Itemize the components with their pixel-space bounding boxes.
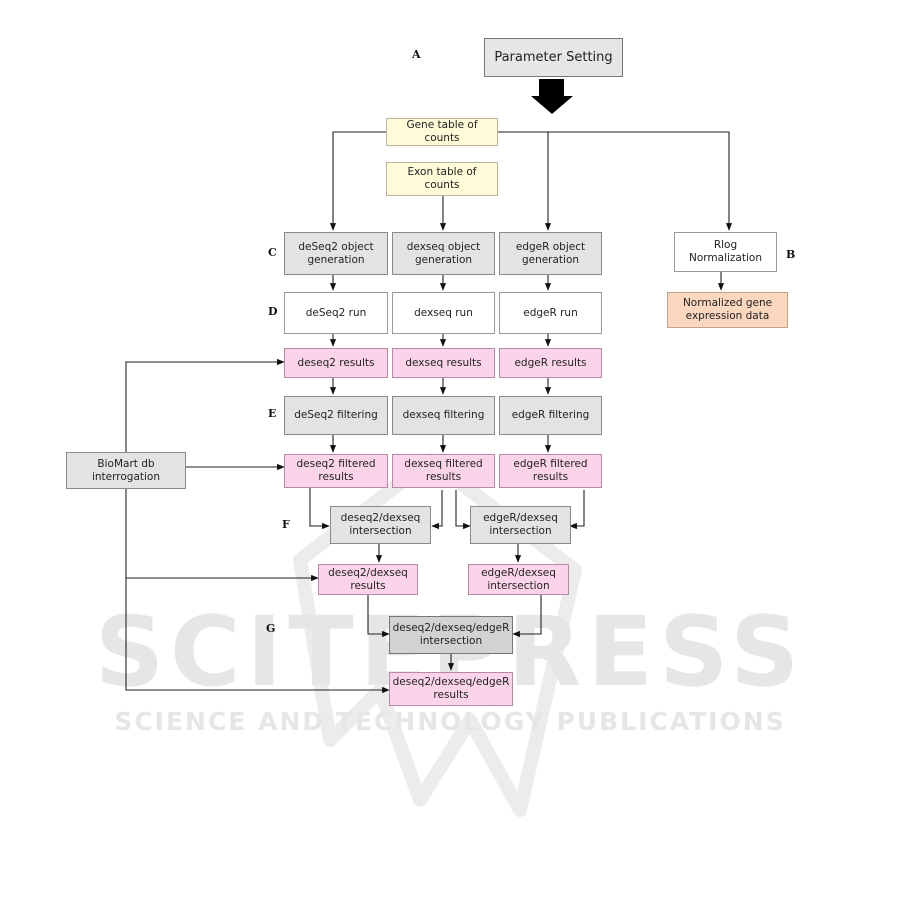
triple-results-box: deseq2/dexseq/edgeR results — [389, 672, 513, 706]
edger-results-box: edgeR results — [499, 348, 602, 378]
section-label-e: E — [268, 407, 277, 420]
dexseq-filtering-box: dexseq filtering — [392, 396, 495, 435]
deseq2-dexseq-results-box: deseq2/dexseq results — [318, 564, 418, 595]
deseq2-object-box: deSeq2 object generation — [284, 232, 388, 275]
gene-table-box: Gene table of counts — [386, 118, 498, 146]
triple-intersection-box: deseq2/dexseq/edgeR intersection — [389, 616, 513, 654]
deseq2-filtering-box: deSeq2 filtering — [284, 396, 388, 435]
deseq2-results-box: deseq2 results — [284, 348, 388, 378]
section-label-c: C — [268, 246, 277, 259]
normalized-data-box: Normalized gene expression data — [667, 292, 788, 328]
edger-object-box: edgeR object generation — [499, 232, 602, 275]
deseq2-filtered-results-box: deseq2 filtered results — [284, 454, 388, 488]
section-label-g: G — [266, 622, 276, 635]
exon-table-box: Exon table of counts — [386, 162, 498, 196]
edger-filtered-results-box: edgeR filtered results — [499, 454, 602, 488]
section-label-f: F — [282, 518, 290, 531]
rlog-normalization-box: Rlog Normalization — [674, 232, 777, 272]
dexseq-object-box: dexseq object generation — [392, 232, 495, 275]
section-label-a: A — [412, 48, 421, 61]
deseq2-run-box: deSeq2 run — [284, 292, 388, 334]
parameter-setting-box: Parameter Setting — [484, 38, 623, 77]
dexseq-results-box: dexseq results — [392, 348, 495, 378]
big-down-arrow — [531, 79, 573, 114]
deseq2-dexseq-intersection-box: deseq2/dexseq intersection — [330, 506, 431, 544]
dexseq-run-box: dexseq run — [392, 292, 495, 334]
biomart-interrogation-box: BioMart db interrogation — [66, 452, 186, 489]
dexseq-filtered-results-box: dexseq filtered results — [392, 454, 495, 488]
section-label-d: D — [268, 305, 278, 318]
edger-dexseq-intersection-box: edgeR/dexseq intersection — [470, 506, 571, 544]
edger-dexseq-intersection-results-box: edgeR/dexseq intersection — [468, 564, 569, 595]
section-label-b: B — [786, 248, 796, 261]
edger-filtering-box: edgeR filtering — [499, 396, 602, 435]
edger-run-box: edgeR run — [499, 292, 602, 334]
